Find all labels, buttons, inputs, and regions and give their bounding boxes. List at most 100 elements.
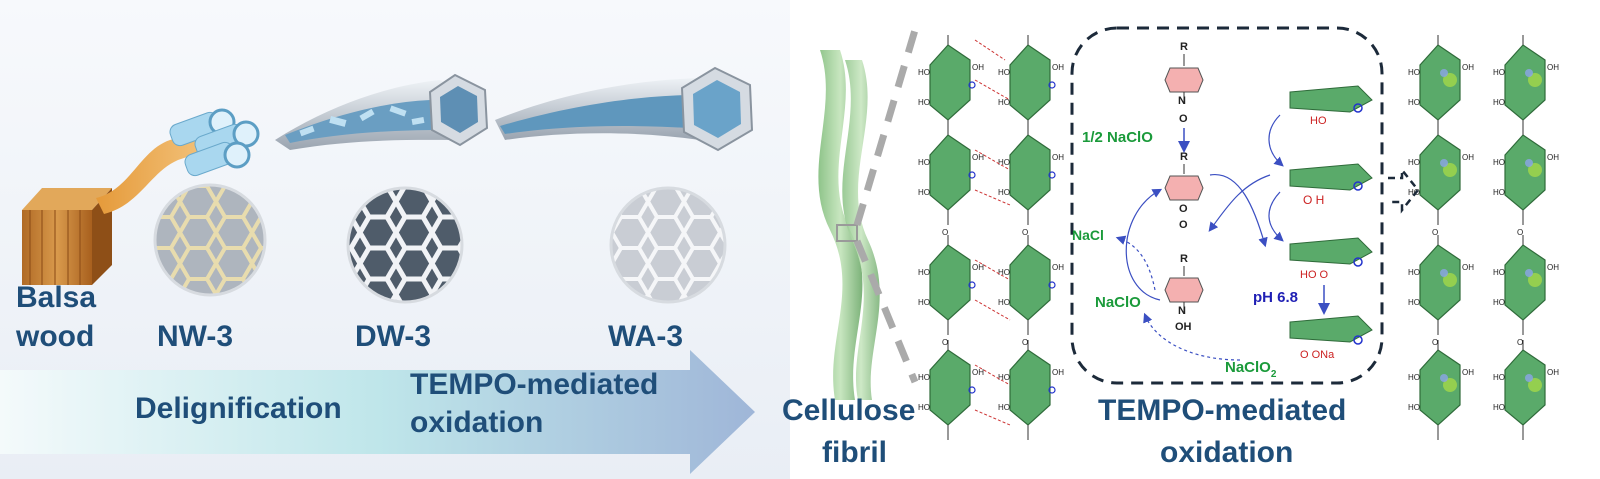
oh-label: OH (1052, 63, 1064, 72)
ho-label: HO (1493, 158, 1505, 167)
hydrogen-bond (974, 259, 1011, 281)
glucose-unit (1009, 125, 1056, 225)
glucose-unit (929, 235, 976, 335)
ho-label: HO (918, 68, 930, 77)
tempo-arrow-label-line1: TEMPO-mediated (410, 368, 658, 401)
cellulose-fibril (818, 50, 880, 400)
ho-label: HO (998, 403, 1010, 412)
ho-label: HO (918, 188, 930, 197)
glucose-ring-alcohol: HO (1289, 85, 1373, 127)
svg-text:O: O (1179, 219, 1188, 231)
oh-label: OH (1462, 368, 1474, 377)
oh-label: OH (1462, 153, 1474, 162)
svg-text:R: R (1180, 151, 1188, 163)
o-link-label: O (1022, 338, 1028, 347)
ho-label: HO (1493, 403, 1505, 412)
svg-text:O ONa: O ONa (1300, 349, 1335, 361)
ho-label: HO (998, 188, 1010, 197)
ph-label: pH 6.8 (1253, 289, 1298, 306)
ho-label: HO (1493, 373, 1505, 382)
svg-text:HO: HO (1310, 115, 1327, 127)
o-link-label: O (1517, 228, 1523, 237)
svg-text:N: N (1178, 305, 1186, 317)
glucose-unit (929, 340, 976, 440)
hydrogen-bond (974, 39, 1006, 61)
ho-label: HO (1408, 98, 1420, 107)
ho-label: HO (1493, 188, 1505, 197)
tempo-arrow-label-line2: oxidation (410, 406, 543, 439)
ho-label: HO (918, 158, 930, 167)
ho-label: HO (1408, 403, 1420, 412)
svg-text:OH: OH (1175, 321, 1192, 333)
oh-label: OH (972, 368, 984, 377)
svg-text:N: N (1178, 95, 1186, 107)
glucose-unit (1009, 35, 1056, 135)
svg-text:O: O (1179, 113, 1188, 125)
svg-text:HO O: HO O (1300, 269, 1329, 281)
o-link-label: O (1432, 338, 1438, 347)
wa3-tube (495, 66, 754, 152)
wa3-label: WA-3 (608, 320, 683, 353)
glucose-unit (929, 125, 976, 225)
tempo-panel-label-line1: TEMPO-mediated (1098, 394, 1346, 427)
output-arrow (1388, 166, 1420, 214)
fiber-bundle (96, 132, 208, 214)
o-link-label: O (1022, 228, 1028, 237)
nw3-label: NW-3 (157, 320, 233, 353)
balsa-label-line1: Balsa (16, 281, 96, 314)
process-arrow (0, 350, 755, 474)
dw3-cross-section (346, 186, 464, 304)
ho-label: HO (1408, 373, 1420, 382)
cross-arrow-1 (1209, 174, 1268, 248)
tracheid-tubes (169, 108, 260, 177)
svg-text:O: O (1179, 203, 1188, 215)
o-link-label: O (1517, 338, 1523, 347)
ho-label: HO (1493, 298, 1505, 307)
svg-text:O H: O H (1303, 193, 1324, 207)
glucose-unit (1504, 125, 1546, 225)
ho-label: HO (918, 403, 930, 412)
ho-label: HO (918, 373, 930, 382)
glucose-unit (1504, 35, 1546, 135)
wa3-cross-section (609, 186, 727, 304)
tempo-oxoammonium: R O O (1164, 151, 1204, 231)
dw3-tube (275, 73, 489, 150)
hydrogen-bond (974, 189, 1011, 206)
regeneration-arrow (1125, 188, 1163, 301)
glucose-unit (1419, 235, 1461, 335)
tempo-radical: R N O (1164, 41, 1204, 125)
ho-label: HO (1408, 188, 1420, 197)
nacl-arrow (1115, 235, 1156, 291)
oh-label: OH (1052, 368, 1064, 377)
oh-label: OH (972, 263, 984, 272)
ring-step-arrow-2 (1268, 191, 1284, 242)
svg-text:R: R (1180, 41, 1188, 53)
reagent-half-naclo: 1/2 NaClO (1082, 129, 1153, 146)
ho-label: HO (918, 98, 930, 107)
balsa-wood-block (22, 188, 112, 285)
glucose-unit (929, 35, 976, 135)
dw3-label: DW-3 (355, 320, 431, 353)
glucose-unit (1009, 235, 1056, 335)
balsa-label-line2: wood (15, 320, 94, 353)
oh-label: OH (972, 153, 984, 162)
ho-label: HO (998, 298, 1010, 307)
hydrogen-bond (974, 149, 1011, 171)
ho-label: HO (1408, 158, 1420, 167)
ho-label: HO (998, 373, 1010, 382)
oh-label: OH (1462, 263, 1474, 272)
ho-label: HO (1493, 98, 1505, 107)
naclo2-recycle-arrow (1143, 312, 1241, 361)
ho-label: HO (998, 98, 1010, 107)
ho-label: HO (1408, 68, 1420, 77)
glucose-unit (1504, 340, 1546, 440)
oh-label: OH (1052, 153, 1064, 162)
hydrogen-bond (974, 79, 1011, 101)
o-link-label: O (942, 338, 948, 347)
glucose-unit (1419, 35, 1461, 135)
ho-label: HO (918, 268, 930, 277)
glucose-unit (1419, 125, 1461, 225)
ho-label: HO (998, 158, 1010, 167)
ho-label: HO (1408, 268, 1420, 277)
